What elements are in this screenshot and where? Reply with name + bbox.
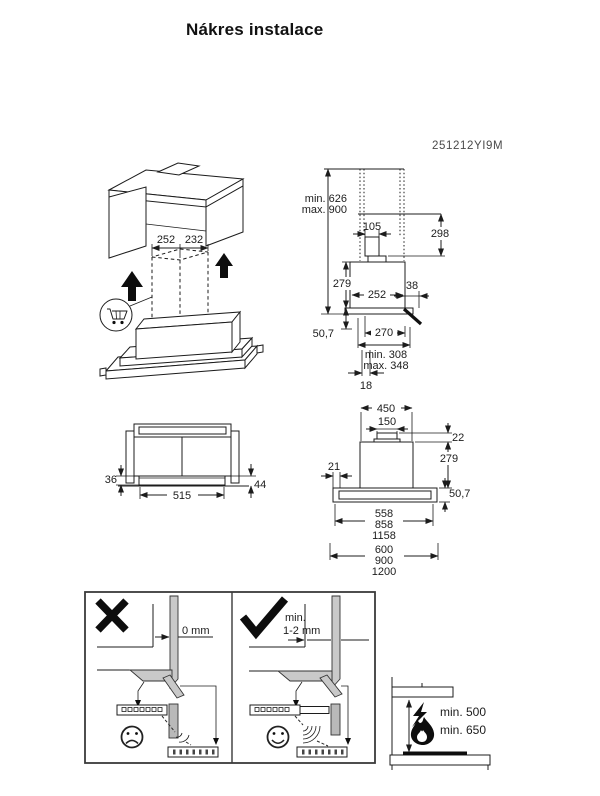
dim-ok-min-label: min. xyxy=(285,612,306,624)
dim-lower-height: 50,7 xyxy=(313,328,334,340)
cabinet-drawing xyxy=(107,162,245,259)
duct-stub xyxy=(364,236,380,257)
receiver-symbols xyxy=(173,749,215,755)
wall-section xyxy=(331,595,341,690)
page-title: Nákres instalace xyxy=(186,20,324,39)
dim-recess-height: 44 xyxy=(254,479,266,491)
dim-body-width: 450 xyxy=(377,403,395,415)
cart-icon xyxy=(99,296,153,332)
signal-path xyxy=(294,715,304,726)
blocking-wall-bar xyxy=(168,703,179,739)
dim-opening-width: 515 xyxy=(173,490,191,502)
hood-body-front xyxy=(359,441,414,489)
dim-body-depth: 252 xyxy=(368,289,386,301)
lightning-icon xyxy=(412,702,427,727)
dim-duct-height: 22 xyxy=(452,432,464,444)
sad-face-icon xyxy=(120,725,144,749)
cross-icon xyxy=(95,598,129,633)
dim-depth-max: max. 348 xyxy=(363,360,408,372)
dim-height-max: max. 900 xyxy=(302,204,347,216)
wall-bar xyxy=(330,703,341,736)
dim-outer-width-3: 1200 xyxy=(372,566,396,578)
top-cutout xyxy=(156,162,201,176)
dim-depth-min: min. 308 xyxy=(365,349,407,361)
dim-plate-depth: 270 xyxy=(375,327,393,339)
hood-damper xyxy=(319,674,343,698)
dim-upper-height: 298 xyxy=(431,228,449,240)
dim-outer-width-2: 900 xyxy=(375,555,393,567)
dim-plate-height: 50,7 xyxy=(449,488,470,500)
dim-height-min: min. 626 xyxy=(305,193,347,205)
receiver-symbols xyxy=(302,749,344,755)
model-number: 251212YI9M xyxy=(432,140,504,152)
dim-front-offset: 38 xyxy=(406,280,418,292)
dim-body-height: 279 xyxy=(333,278,351,290)
dim-body-height: 279 xyxy=(440,453,458,465)
visor-extension xyxy=(299,706,330,714)
hood-bottom-bar xyxy=(391,686,454,698)
cabinet-wall-left xyxy=(125,430,135,484)
hood-body-side xyxy=(349,261,406,309)
dim-duct-width: 150 xyxy=(378,416,396,428)
control-buttons xyxy=(121,707,163,712)
duct-flange xyxy=(367,255,387,263)
hob-clearance-diagram: min. 500 min. 650 xyxy=(389,677,491,770)
hood-damper xyxy=(402,307,423,326)
hood-bottom-plate xyxy=(138,475,226,486)
duct-stub-front xyxy=(376,432,398,440)
hob-surface xyxy=(403,751,467,755)
flame-icon xyxy=(410,717,435,745)
wall-section xyxy=(169,595,179,690)
signal-waves-icon xyxy=(302,725,321,744)
checkmark-icon xyxy=(239,596,289,640)
dim-inner-width-3: 1158 xyxy=(372,530,396,542)
dim-cabinet-side-width: 232 xyxy=(185,234,203,246)
dim-inner-width-1: 558 xyxy=(375,508,393,520)
bottom-plate-side xyxy=(344,307,414,315)
correct-installation-cell: min. 1-2 mm xyxy=(239,595,369,758)
installation-gap-panel: 0 mm xyxy=(84,591,376,764)
signal-blocked-icon xyxy=(175,732,192,746)
dim-panel-offset: 21 xyxy=(328,461,340,473)
dim-plate-height: 36 xyxy=(105,474,117,486)
cabinet-isometric-diagram: 252 232 xyxy=(99,162,264,380)
front-view-cabinet-diagram: 36 44 515 xyxy=(105,423,266,502)
side-view-diagram: min. 626 max. 900 105 298 279 252 38 xyxy=(302,168,451,392)
dim-wrong-gap: 0 mm xyxy=(182,625,210,637)
front-view-dimensions-diagram: 450 150 22 279 21 50,7 xyxy=(321,401,470,578)
control-buttons xyxy=(254,707,290,712)
dim-ok-gap: 1-2 mm xyxy=(283,625,320,637)
dim-duct-width: 105 xyxy=(363,221,381,233)
up-arrow-icon xyxy=(121,271,143,301)
panel-border xyxy=(84,591,376,764)
cooktop-bar xyxy=(389,754,491,766)
dim-gas-clearance: min. 650 xyxy=(440,723,486,737)
dim-outer-width-1: 600 xyxy=(375,544,393,556)
dim-inner-width-2: 858 xyxy=(375,519,393,531)
cabinet-wall-right xyxy=(230,430,240,484)
wrong-installation-cell: 0 mm xyxy=(95,595,219,758)
up-arrow-icon xyxy=(215,253,233,278)
signal-path xyxy=(161,715,176,733)
dim-rear-gap: 18 xyxy=(360,380,372,392)
hood-damper xyxy=(162,674,185,699)
happy-face-icon xyxy=(266,725,290,749)
dim-electric-clearance: min. 500 xyxy=(440,705,486,719)
hood-body-drawing xyxy=(99,310,264,380)
dim-cabinet-front-width: 252 xyxy=(157,234,175,246)
